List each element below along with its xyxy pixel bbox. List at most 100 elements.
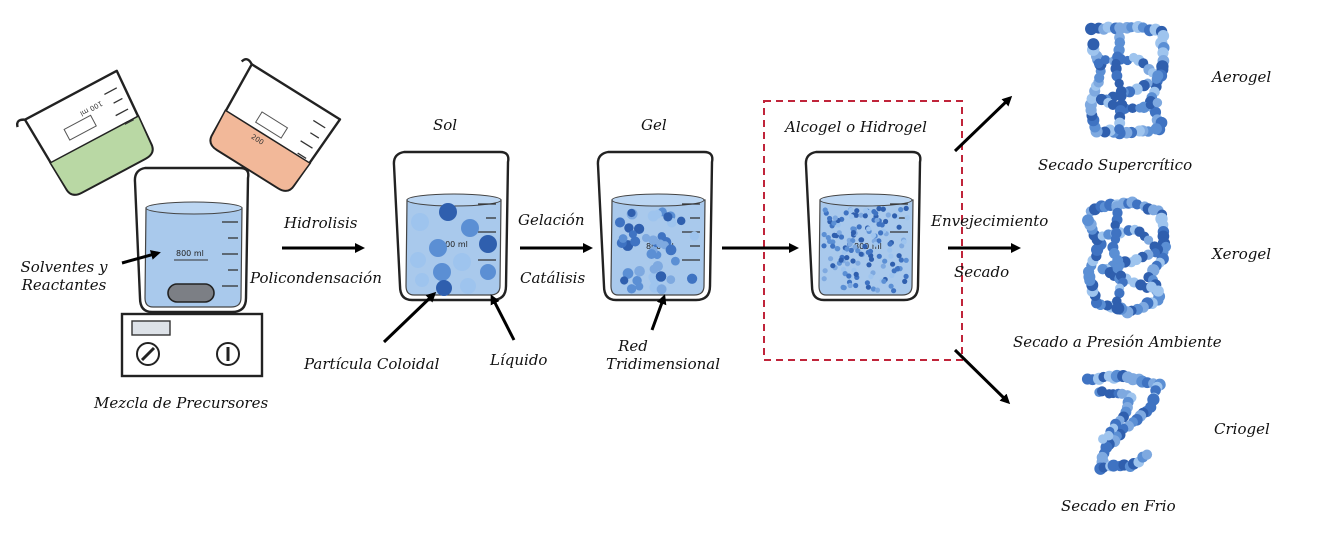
alcogel-particle	[854, 208, 860, 214]
alcogel-particle	[903, 205, 909, 211]
gel-particle	[622, 268, 634, 279]
alcogel-particle	[888, 283, 894, 289]
gel-particle	[628, 230, 637, 239]
colloidal-particle	[436, 280, 452, 296]
arrow-red	[650, 294, 667, 331]
alcogel-particle	[880, 206, 886, 212]
xerogel-bead	[1132, 199, 1143, 210]
alcogel-frame	[763, 100, 963, 361]
label-sol: Sol	[433, 116, 458, 134]
magnetic-stirrer	[120, 312, 264, 378]
aerogel-bead	[1100, 55, 1111, 65]
criogel-bead	[1098, 434, 1108, 444]
aerogel-bead	[1152, 97, 1163, 108]
colloidal-particle	[411, 213, 429, 231]
alcogel-particle	[843, 210, 849, 216]
criogel-structure	[1081, 369, 1166, 475]
gel-particle	[656, 284, 667, 295]
alcogel-particle	[898, 257, 904, 263]
alcogel-particle	[844, 255, 850, 261]
gel-particle	[620, 276, 629, 285]
gel-particle	[663, 212, 673, 222]
aerogel-bead	[1114, 78, 1124, 89]
alcogel-particle	[870, 286, 877, 292]
alcogel-particle	[902, 278, 908, 284]
alcogel-particle	[866, 226, 872, 232]
main-beaker-mark: 800 ml	[176, 249, 204, 258]
alcogel-particle	[821, 243, 827, 249]
alcogel-particle	[898, 207, 904, 213]
gel-particle	[624, 223, 634, 233]
colloidal-particle	[480, 264, 496, 280]
gel-particle	[670, 256, 680, 266]
colloidal-particle	[439, 203, 457, 221]
colloidal-particle	[453, 253, 471, 271]
alcogel-particle	[901, 239, 907, 245]
alcogel-particle	[899, 243, 905, 249]
colloidal-particle	[460, 278, 476, 294]
label-aerogel: Aerogel	[1212, 68, 1272, 86]
alcogel-particle	[903, 273, 909, 279]
label-alcogel: Alcogel o Hidrogel	[785, 118, 927, 136]
alcogel-particle	[904, 215, 910, 221]
label-secado-frio: Secado en Frio	[1061, 497, 1176, 515]
alcogel-particle	[876, 238, 882, 244]
alcogel-beaker: 800 ml	[804, 150, 922, 302]
tilted-beaker-orange: 200	[209, 58, 342, 192]
xerogel-bead	[1111, 302, 1123, 315]
xerogel-bead	[1114, 288, 1125, 299]
colloidal-particle	[415, 273, 429, 287]
gel-particle	[614, 217, 626, 228]
gel-particle	[630, 236, 641, 247]
gel-particle	[686, 273, 698, 284]
gel-particle	[641, 233, 651, 243]
alcogel-particle	[844, 246, 850, 252]
criogel-bead	[1141, 449, 1153, 460]
gel-network-particles	[614, 207, 700, 295]
alcogel-particle	[887, 247, 893, 253]
alcogel-particle	[844, 261, 851, 267]
alcogel-particle	[856, 224, 862, 230]
xerogel-structure	[1082, 196, 1172, 319]
colloidal-particle	[479, 235, 497, 253]
aerogel-bead	[1127, 103, 1138, 114]
alcogel-particle	[827, 238, 833, 244]
alcogel-particle	[846, 273, 852, 279]
alcogel-beaker-mark: 800 ml	[854, 242, 882, 251]
alcogel-particle	[822, 268, 828, 274]
arrow-particula	[382, 291, 437, 344]
alcogel-particle	[876, 253, 882, 259]
gel-particle	[626, 284, 637, 294]
label-red: Red Tridimensional	[605, 337, 721, 373]
alcogel-particle	[894, 266, 901, 272]
label-secado: Secado	[954, 263, 1010, 281]
alcogel-particle	[878, 230, 884, 236]
stir-bar	[167, 283, 215, 303]
alcogel-particle	[876, 221, 882, 227]
arrow-solventes	[121, 250, 161, 265]
label-policondensacion: Policondensación	[250, 269, 382, 287]
gel-particle	[648, 235, 659, 246]
alcogel-particle	[896, 224, 902, 230]
alcogel-particle	[850, 258, 856, 264]
alcogel-particle	[822, 207, 828, 213]
label-mezcla: Mezcla de Precursores	[94, 394, 269, 412]
label-solventes: Solventes y Reactantes	[20, 258, 108, 294]
xerogel-bead	[1152, 285, 1164, 297]
aerogel-bead	[1087, 38, 1100, 51]
alcogel-particle	[852, 244, 858, 250]
alcogel-particle	[865, 284, 872, 290]
alcogel-particle	[855, 248, 861, 254]
alcogel-particle	[858, 212, 864, 218]
aerogel-bead	[1150, 123, 1162, 135]
xerogel-bead	[1082, 214, 1094, 227]
alcogel-particle	[853, 282, 859, 289]
gel-particle	[633, 223, 645, 235]
arrow-to-criogel	[953, 348, 1011, 405]
gel-particle	[652, 261, 663, 272]
label-criogel: Criogel	[1214, 420, 1270, 438]
alcogel-particle	[821, 276, 827, 282]
alcogel-particle	[882, 258, 888, 264]
arrow-to-aerogel	[953, 95, 1013, 153]
